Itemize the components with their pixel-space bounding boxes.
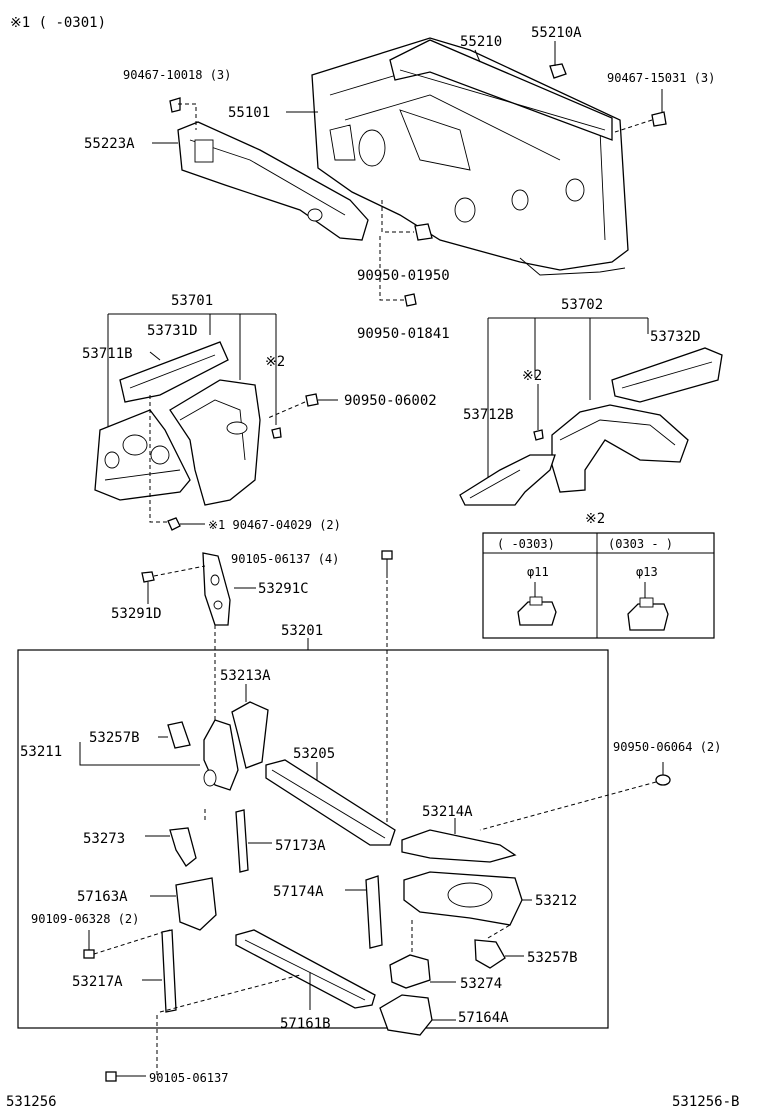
label-57163A: 57163A: [77, 889, 128, 905]
dash-side-55223A: [177, 121, 369, 241]
label-53257B-bottom: 53257B: [527, 950, 578, 966]
variant-col1-value: φ11: [527, 565, 549, 579]
label-90467-10018: 90467-10018 (3): [123, 68, 231, 82]
label-53201: 53201: [281, 623, 323, 639]
label-90950-06002: 90950-06002: [344, 393, 437, 409]
label-55223A: 55223A: [84, 136, 135, 152]
header-note: ※1 ( -0301): [10, 15, 106, 31]
label-55101: 55101: [228, 105, 270, 121]
brace-57164A: [379, 994, 433, 1036]
clip-star2-right-icon: [533, 429, 544, 441]
label-53702: 53702: [561, 297, 603, 313]
label-53257B-top: 53257B: [89, 730, 140, 746]
bracket-53213A: [231, 701, 269, 769]
assembly-frame-53201: [17, 649, 609, 1029]
label-star2-right: ※2: [522, 368, 542, 384]
label-53701: 53701: [171, 293, 213, 309]
rod-53217A: [161, 929, 177, 1013]
clip-90467-15031-icon: [651, 111, 667, 127]
variant-col2-header: (0303 - ): [608, 537, 673, 551]
wheelhouse-left: [169, 379, 261, 506]
variant-col1-header: ( -0303): [497, 537, 555, 551]
label-55210: 55210: [460, 34, 502, 50]
label-53731D: 53731D: [147, 323, 198, 339]
label-star2-left: ※2: [265, 354, 285, 370]
label-57161B: 57161B: [280, 1016, 331, 1032]
clip-55210A-icon: [549, 63, 567, 79]
brace-57173A: [235, 809, 249, 873]
label-53217A: 53217A: [72, 974, 123, 990]
label-90105-06137: 90105-06137: [149, 1071, 228, 1085]
label-53732D: 53732D: [650, 329, 701, 345]
support-53291C: [202, 552, 231, 626]
side-member-53212: [403, 871, 523, 926]
nut-13mm-icon: [627, 582, 669, 631]
crossmember-53205: [265, 759, 396, 846]
label-53711B: 53711B: [82, 346, 133, 362]
label-53214A: 53214A: [422, 804, 473, 820]
grommet-90950-06064-icon: [655, 774, 671, 786]
apron-left-53711B: [94, 409, 191, 501]
grommet-90950-06002-icon: [305, 393, 319, 407]
label-90950-01841: 90950-01841: [357, 326, 450, 342]
bracket-53274: [389, 954, 431, 989]
cowl-panel-55210: [389, 39, 613, 141]
brace-57174A: [365, 875, 383, 949]
apron-right-53712B: [459, 454, 556, 506]
crossmember-57161B: [235, 929, 376, 1009]
bolt-90467-04029-icon: [167, 517, 181, 531]
variant-table-title: ※2: [585, 511, 605, 527]
label-90109-06328: 90109-06328 (2): [31, 912, 139, 926]
bracket-53257B-top: [167, 721, 191, 749]
label-90105-06137-4: 90105-06137 (4): [231, 552, 339, 566]
side-member-53211: [203, 719, 239, 791]
label-55210A: 55210A: [531, 25, 582, 41]
label-90950-01950: 90950-01950: [357, 268, 450, 284]
footer-right-code: 531256-B: [672, 1094, 739, 1110]
label-53712B: 53712B: [463, 407, 514, 423]
footer-left-code: 531256: [6, 1094, 57, 1110]
grommet-90950-01950-icon: [414, 223, 433, 241]
bolt-90105-06137-icon: [105, 1071, 117, 1082]
bracket-53257B-bottom: [474, 939, 506, 969]
bolt-90109-06328-icon: [83, 930, 95, 959]
label-53205: 53205: [293, 746, 335, 762]
label-53211: 53211: [20, 744, 62, 760]
label-53291C: 53291C: [258, 581, 309, 597]
nut-11mm-icon: [517, 582, 557, 626]
apron-upper-53731D: [119, 341, 229, 403]
bracket-53273: [169, 827, 197, 867]
label-90467-15031: 90467-15031 (3): [607, 71, 715, 85]
brace-57163A: [175, 877, 217, 931]
screw-53291D-icon: [141, 571, 155, 583]
label-53291D: 53291D: [111, 606, 162, 622]
bolt-90467-10018-icon: [169, 97, 181, 113]
label-53273: 53273: [83, 831, 125, 847]
label-53212: 53212: [535, 893, 577, 909]
label-53213A: 53213A: [220, 668, 271, 684]
apron-upper-53732D: [611, 347, 723, 403]
bolt-90105-06137-4-icon: [381, 550, 393, 578]
variant-table: ※2 ( -0303) (0303 - ) φ11 φ13: [482, 511, 715, 639]
variant-col2-value: φ13: [636, 565, 658, 579]
grommet-90950-01841-icon: [404, 293, 417, 307]
label-90467-04029: ※1 90467-04029 (2): [208, 518, 341, 532]
label-53274: 53274: [460, 976, 502, 992]
label-57164A: 57164A: [458, 1010, 509, 1026]
bracket-53214A: [401, 829, 517, 863]
wheelhouse-right: [551, 404, 689, 493]
label-57173A: 57173A: [275, 838, 326, 854]
clip-star2-left-icon: [271, 427, 282, 439]
label-57174A: 57174A: [273, 884, 324, 900]
label-90950-06064: 90950-06064 (2): [613, 740, 721, 754]
